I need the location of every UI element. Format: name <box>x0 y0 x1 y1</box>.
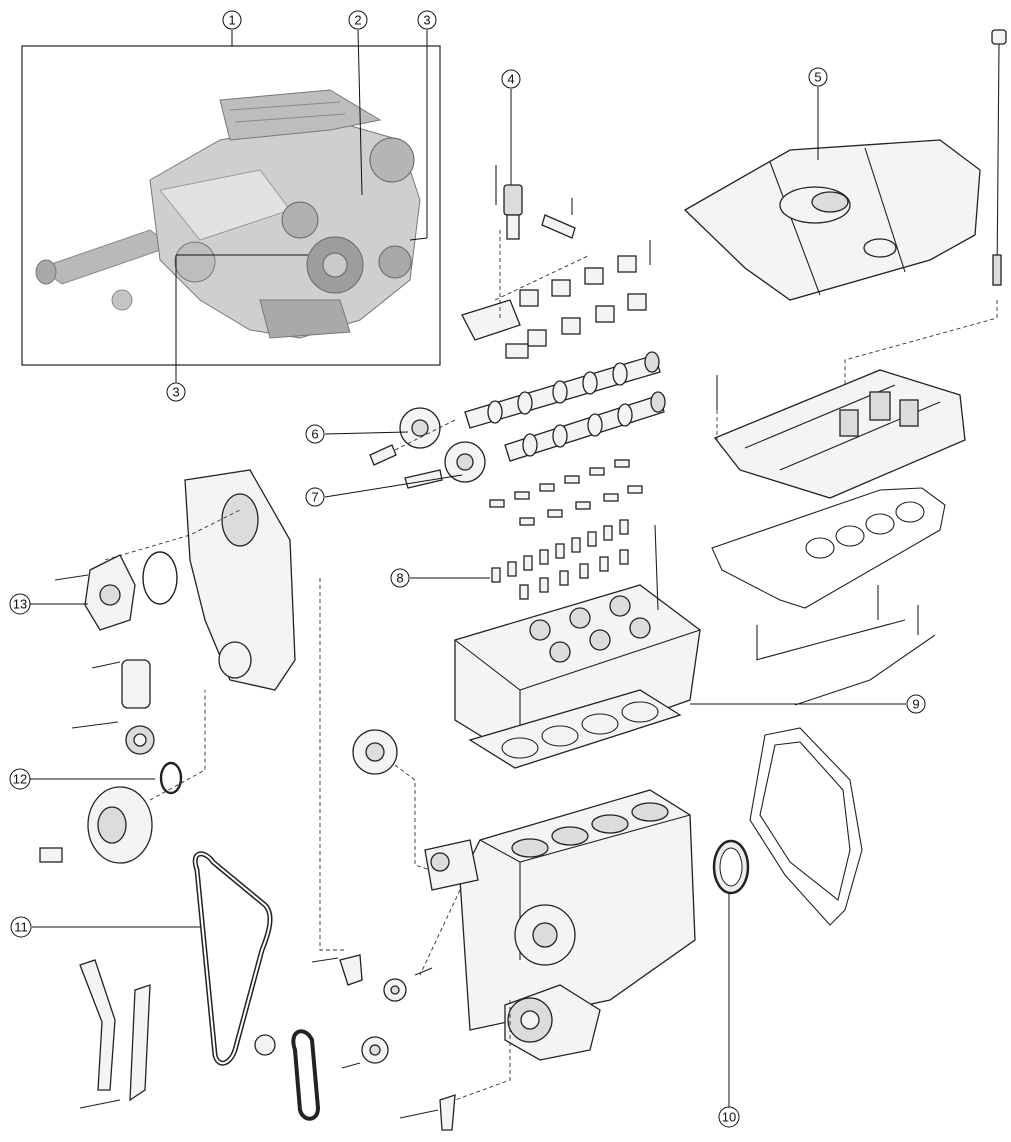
timing-chain <box>192 851 273 1066</box>
callout-label: 4 <box>507 72 514 87</box>
cylinder-head-gasket <box>468 689 682 769</box>
callout-7: 7 <box>305 487 325 507</box>
front-oil-seal-ring <box>142 551 178 605</box>
vacuum-pump <box>54 554 136 631</box>
cylinder-block <box>459 789 696 1031</box>
callout-6: 6 <box>305 424 325 444</box>
callout-3-bottom: 3 <box>166 382 186 402</box>
drive-belt-tensioner <box>71 659 155 755</box>
callout-2: 2 <box>348 10 368 30</box>
callout-label: 3 <box>423 13 430 28</box>
valve-tappets <box>489 459 643 600</box>
water-pump-pulley <box>352 729 431 871</box>
callout-label: 13 <box>13 597 27 612</box>
engine-assembly-inset <box>21 45 441 366</box>
callout-label: 2 <box>354 13 361 28</box>
callout-10: 10 <box>718 1106 740 1128</box>
callout-label: 9 <box>912 697 919 712</box>
cylinder-head-cover <box>713 369 966 499</box>
rear-oil-seal <box>712 839 750 895</box>
callout-label: 11 <box>14 920 28 935</box>
intake-camshaft-sprocket <box>369 407 456 466</box>
callout-3-top: 3 <box>417 10 437 30</box>
callout-9: 9 <box>906 694 926 714</box>
exhaust-camshaft-sprocket <box>404 441 486 489</box>
oil-control-valve <box>494 165 591 320</box>
camshaft-cap-assembly <box>461 198 651 359</box>
callout-label: 3 <box>172 385 179 400</box>
head-cover-gasket <box>711 487 946 609</box>
leader-lines <box>30 29 906 1107</box>
callout-label: 7 <box>311 490 318 505</box>
callout-label: 8 <box>396 571 403 586</box>
callout-5: 5 <box>808 67 828 87</box>
crank-sprocket-and-chain-tensioner <box>311 578 511 1131</box>
oil-pan-gasket <box>749 727 863 926</box>
callout-1: 1 <box>222 10 242 30</box>
callout-13: 13 <box>9 593 31 615</box>
callout-label: 5 <box>814 70 821 85</box>
engine-cover <box>683 139 981 301</box>
oil-dipstick <box>844 29 1007 385</box>
engine-assembly-image <box>35 89 421 339</box>
callout-4: 4 <box>501 69 521 89</box>
oil-pump-chain <box>254 1029 321 1121</box>
ac-compressor <box>504 984 601 1061</box>
crankshaft-front-seal <box>159 761 183 795</box>
water-pump <box>424 839 479 891</box>
harness-brackets <box>755 585 936 706</box>
crankshaft-pulley <box>39 690 206 864</box>
camshafts <box>464 351 666 462</box>
chain-guides <box>79 959 151 1109</box>
engine-front-cover <box>104 469 296 691</box>
callout-12: 12 <box>9 768 31 790</box>
callout-11: 11 <box>10 916 32 938</box>
callout-label: 10 <box>722 1110 736 1125</box>
callout-label: 1 <box>228 13 235 28</box>
callout-label: 12 <box>13 772 27 787</box>
callout-8: 8 <box>390 568 410 588</box>
callout-label: 6 <box>311 427 318 442</box>
